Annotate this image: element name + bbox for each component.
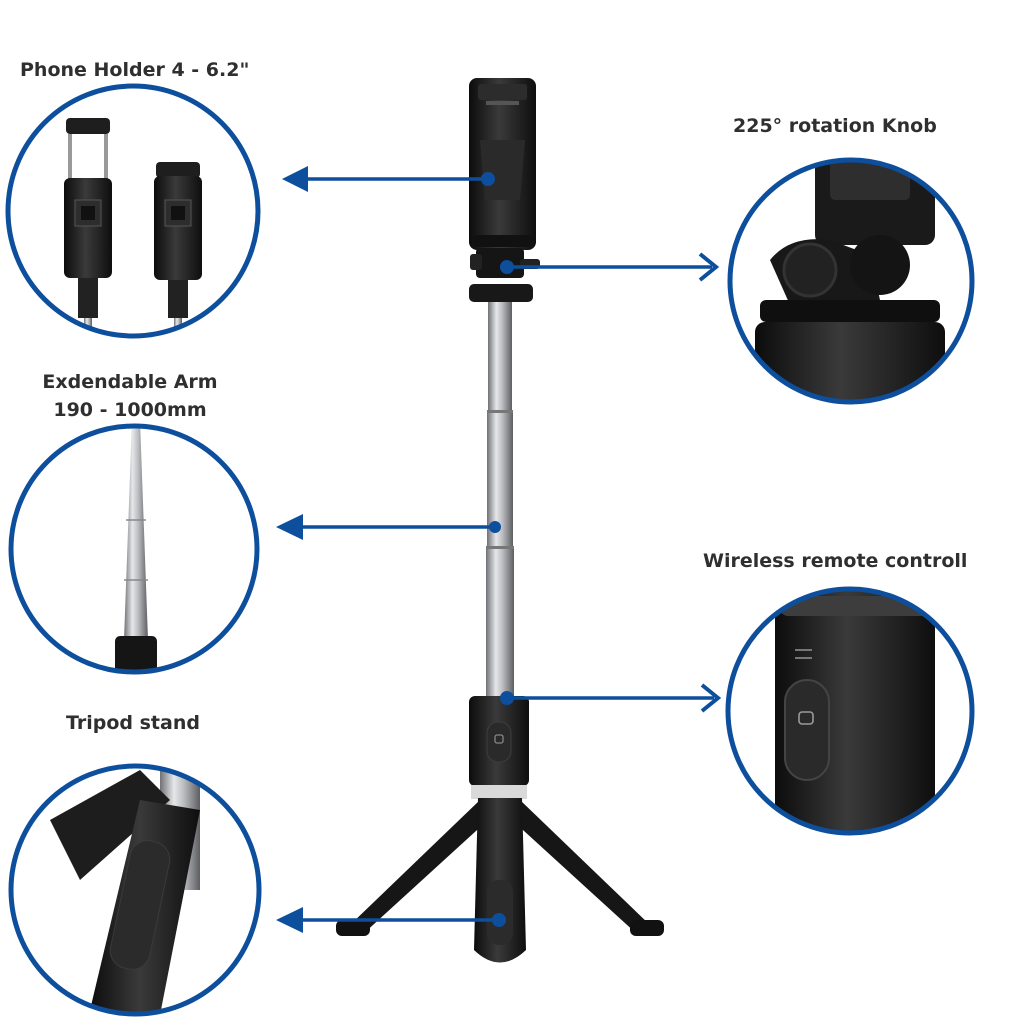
detail-tripod bbox=[8, 763, 262, 1017]
telescopic-arm bbox=[486, 302, 514, 699]
callout-arrows bbox=[276, 166, 722, 933]
detail-remote bbox=[725, 586, 975, 836]
remote-handle bbox=[469, 696, 529, 799]
tripod-legs bbox=[336, 798, 664, 963]
extendable-arm-label-line1: Exdendable Arm bbox=[42, 371, 218, 393]
arrow-phone-holder bbox=[282, 166, 495, 192]
selfie-stick-tripod bbox=[336, 78, 664, 963]
rotation-knob-label: 225° rotation Knob bbox=[733, 115, 937, 137]
detail-rotation-knob bbox=[727, 157, 975, 405]
detail-phone-holder bbox=[5, 83, 261, 339]
tripod-label: Tripod stand bbox=[66, 712, 200, 734]
phone-clamp bbox=[469, 78, 536, 250]
arrow-rotation-knob bbox=[500, 252, 720, 282]
remote-label: Wireless remote controll bbox=[703, 550, 968, 572]
phone-holder-label: Phone Holder 4 - 6.2" bbox=[20, 59, 250, 81]
extendable-arm-label: Exdendable Arm 190 - 1000mm bbox=[30, 370, 230, 422]
arrow-remote bbox=[500, 683, 722, 713]
rotation-knob bbox=[469, 248, 540, 302]
detail-extendable-arm bbox=[8, 423, 260, 675]
arrow-tripod bbox=[276, 907, 506, 933]
arrow-arm bbox=[276, 514, 501, 540]
extendable-arm-label-line2: 190 - 1000mm bbox=[53, 399, 207, 421]
